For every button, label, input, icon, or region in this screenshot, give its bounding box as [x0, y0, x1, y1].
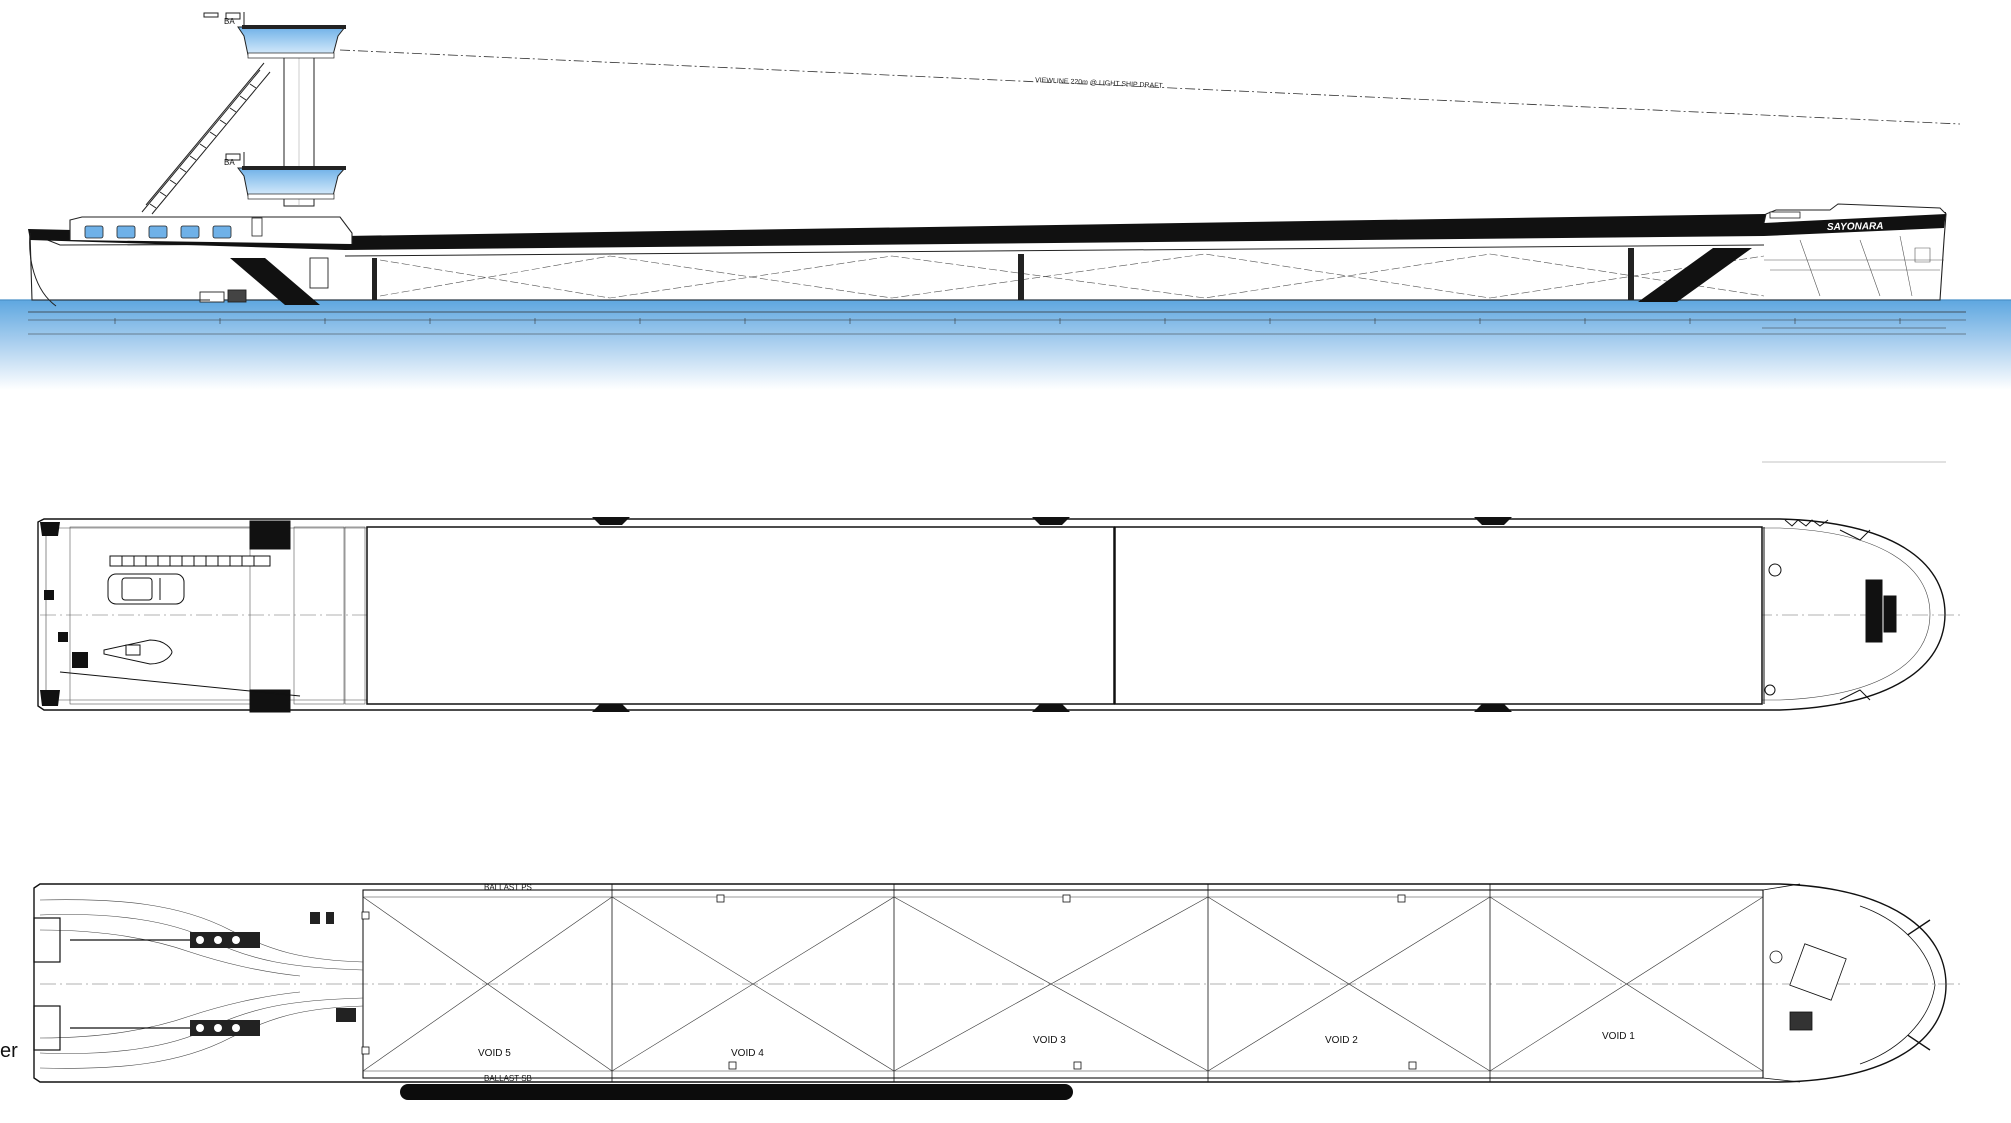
deckhouse-windows: [84, 225, 232, 239]
hatch-cover-aft: [366, 526, 1115, 705]
upper-wheelhouse: [237, 26, 347, 56]
hull-sheer-stripe: [28, 212, 1946, 250]
void-bulkheads: [611, 884, 1491, 1082]
void-2-label: VOID 2: [1325, 1035, 1358, 1046]
horizontal-scroll-indicator[interactable]: [400, 1084, 1073, 1100]
side-elevation-view: VIEWLINE 220m @ LIGHT SHIP DRAFT: [0, 12, 2011, 463]
engine-room-lines: [39, 899, 364, 1069]
tank-plan-outline: [33, 883, 1947, 1083]
boarding-stair: [141, 62, 271, 215]
deckhouse-door: [251, 217, 263, 237]
void-3-label: VOID 3: [1033, 1035, 1066, 1046]
ballast-sb-label: BALLAST SB: [484, 1074, 532, 1083]
tank-plan-view: BALLAST PS BALLAST SB VOID 5 VOID 4 VOID…: [33, 883, 1960, 1083]
deckhouse: [69, 216, 353, 244]
clipped-edge-label: er: [0, 1040, 18, 1062]
void-5-label: VOID 5: [478, 1048, 511, 1059]
main-engines: [190, 912, 356, 1036]
hatch-cover-fore: [1114, 526, 1763, 705]
bollards: [40, 517, 1512, 712]
bow-thruster-room: [1762, 883, 1936, 1083]
mast-tag-lower: BA: [224, 158, 235, 167]
ballast-ps-label: BALLAST PS: [484, 883, 532, 892]
antenna-mast: [203, 12, 245, 168]
bulkhead-stanchions: [372, 248, 1634, 300]
void-4-label: VOID 4: [731, 1048, 764, 1059]
viewline-label: VIEWLINE 220m @ LIGHT SHIP DRAFT: [1035, 77, 1164, 90]
stern: [29, 232, 57, 307]
ship-name: SAYONARA: [1827, 221, 1884, 233]
waterline-band: [0, 300, 2011, 390]
frame-ticks: [114, 318, 1901, 324]
aft-side-details: [44, 590, 88, 668]
void-1-label: VOID 1: [1602, 1031, 1635, 1042]
fore-bulkhead-marker: [1638, 248, 1752, 302]
mast-tag-upper: BA: [224, 17, 235, 26]
lower-wheelhouse: [237, 167, 347, 197]
car-on-deck: [107, 573, 185, 605]
viewline: [339, 49, 1961, 125]
aft-deck-equipment: [69, 520, 366, 713]
forecastle-details: [1763, 519, 1897, 704]
aft-bulkhead-marker: [230, 258, 320, 305]
manholes: [361, 894, 1417, 1070]
hatch-coaming: [344, 244, 1765, 257]
bow-structure: [1764, 235, 1944, 297]
forecastle: [1763, 203, 1947, 224]
deck-plan-view: [37, 517, 1960, 713]
hold-truss-side: [379, 253, 1765, 299]
tender-boat: [59, 639, 301, 697]
propeller-shafts: [33, 917, 190, 1051]
aft-machinery: [58, 257, 329, 303]
void-cross-bracing: [362, 896, 1764, 1072]
